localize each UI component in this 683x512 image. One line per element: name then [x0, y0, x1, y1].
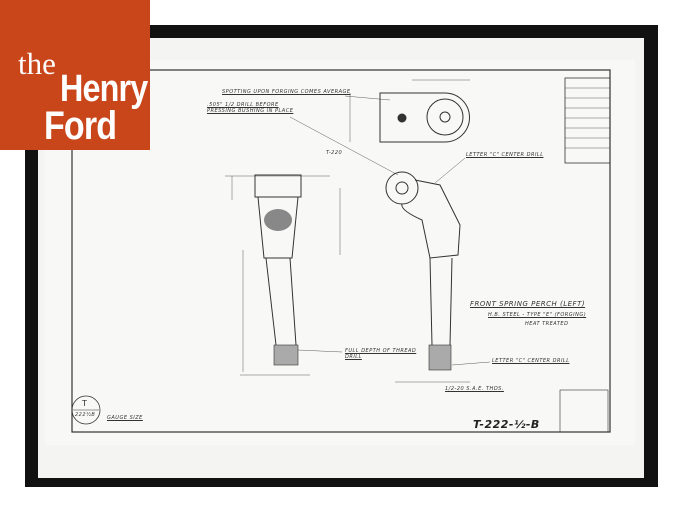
logo-ford: Ford [44, 104, 117, 148]
side-view [225, 174, 330, 376]
drawing-stamp [71, 395, 101, 425]
note-thread-drill: FULL DEPTH OF THREAD DRILL [345, 348, 417, 360]
drawing-treatment: HEAT TREATED [525, 321, 569, 327]
part-ref: T-220 [326, 150, 343, 156]
note-spotting: SPOTTING UPON FORGING COMES AVERAGE [222, 89, 351, 95]
top-view [349, 92, 470, 143]
drawing-border [71, 69, 611, 433]
stamp-bottom: 222½B [75, 412, 96, 418]
drawing-number: T-222-½-B [473, 418, 540, 431]
note-center-drill-bottom: LETTER "C" CENTER DRILL [492, 358, 570, 364]
front-view [339, 171, 470, 383]
logo-the: the [18, 46, 56, 81]
title-block [559, 389, 609, 433]
leader-lines [289, 79, 491, 366]
henry-ford-logo: the Henry Ford [0, 0, 150, 150]
note-drill-bushing: .505" 1/2 DRILL BEFORE PRESSING BUSHING … [207, 102, 294, 114]
note-threads: 1/2-20 S.A.E. THDS. [445, 386, 504, 392]
note-center-drill-top: LETTER "C" CENTER DRILL [466, 152, 544, 158]
drawing-title: FRONT SPRING PERCH (LEFT) [470, 300, 586, 308]
revision-table [564, 77, 611, 164]
note-gauge-size: GAUGE SIZE [107, 415, 143, 421]
logo-henry: Henry [60, 68, 148, 110]
drawing-material: H.B. STEEL - TYPE "E" (FORGING) [488, 312, 587, 318]
stamp-top: T [82, 399, 88, 408]
revision-rows [565, 87, 610, 149]
